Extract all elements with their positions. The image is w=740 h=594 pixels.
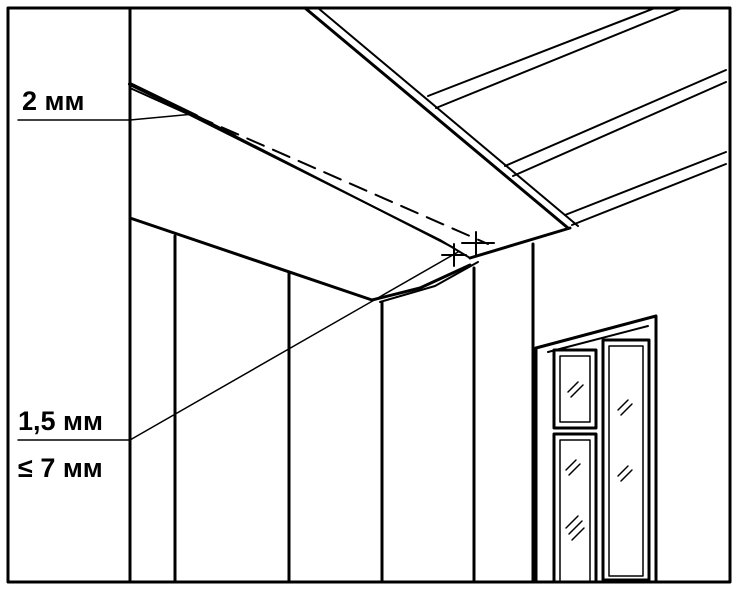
cabinet-door-upper-left	[552, 348, 598, 430]
gap-label-2mm: 2 мм	[22, 86, 85, 116]
cabinet	[534, 314, 658, 584]
ceiling-beam	[128, 82, 471, 259]
gap-label-1-5mm: 1,5 мм	[18, 406, 103, 436]
gap-label-max-7mm: ≤ 7 мм	[18, 453, 103, 483]
ceiling-cornice	[128, 216, 572, 303]
drawing-frame	[6, 6, 732, 584]
cabinet-door-right	[601, 338, 651, 582]
corner-cross-marks	[441, 231, 495, 267]
alignment-dashed-line	[195, 115, 489, 245]
ceiling-ribs	[303, 6, 727, 230]
wall-panel-joints	[173, 234, 535, 584]
leader-lines	[17, 113, 459, 441]
